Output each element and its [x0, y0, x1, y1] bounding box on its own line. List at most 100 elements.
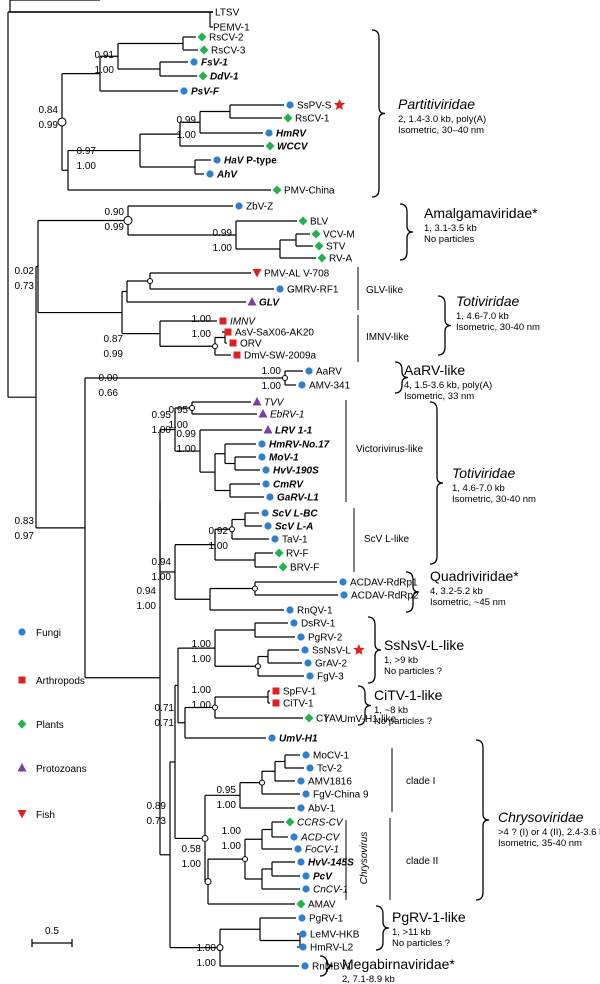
tip-ltsv: LTSV [215, 8, 240, 19]
tip-tcv-2: TcV-2 [306, 764, 342, 775]
node-layer [57, 117, 288, 952]
clade-megabirnaviridae-: Megabirnaviridae*2, 7.1-8.9 kbIsometric,… [342, 956, 455, 984]
node-marker [123, 216, 133, 225]
support-bootstrap: 1.00 [262, 381, 282, 392]
fungi-marker [298, 381, 306, 389]
tip-label: VCV-M [323, 230, 355, 241]
support-posterior: 0.95 [169, 405, 189, 416]
clade-2-brace [437, 295, 452, 356]
support-bootstrap: 1.00 [192, 329, 212, 340]
tip-label: AhV [216, 170, 238, 181]
tip-label: HmRV-No.17 [269, 440, 330, 451]
tip-grav-2: GrAV-2 [304, 659, 347, 670]
clade-chrysoviridae: Chrysoviridae>4 ? (I) or 4 (II), 2.4-3.6… [498, 809, 600, 849]
plant-marker [298, 216, 308, 226]
support-posterior: 0.95 [217, 785, 237, 796]
fungi-marker [290, 833, 298, 841]
support-15: 0.94 1.00 [152, 557, 172, 583]
tip-rv-f: RV-F [274, 548, 309, 560]
tip-label: HvV-190S [273, 466, 319, 477]
fungi-marker [213, 156, 221, 164]
tip-rscv-3: RsCV-3 [199, 45, 246, 57]
tip-acd-cv: ACD-CV [290, 833, 341, 844]
fungi-marker [258, 453, 266, 461]
tip-rnqv-1: RnQV-1 [286, 606, 333, 617]
fungi-marker [297, 777, 305, 785]
legend-item-fish: Fish [17, 810, 55, 821]
support-posterior: 1.00 [262, 366, 282, 377]
clade-4-brace [429, 401, 444, 565]
fungi-marker [286, 606, 294, 614]
arthropod-marker [224, 328, 232, 336]
protozoan-marker [247, 297, 257, 306]
fungi-marker [297, 858, 305, 866]
fungi-marker [276, 285, 284, 293]
support-posterior: 0.99 [213, 228, 233, 239]
node-marker [282, 375, 288, 381]
tip-ebrv-1: EbRV-1 [258, 409, 304, 421]
subgroup-label: clade I [406, 776, 435, 787]
plant-marker [274, 548, 284, 558]
support-bootstrap: 1.00 [177, 444, 197, 455]
tip-label: PcV [313, 872, 333, 883]
node-marker [201, 834, 209, 842]
fungi-marker [290, 619, 298, 627]
fungi-marker [301, 646, 309, 654]
support-posterior: 1.00 [192, 685, 212, 696]
tip-acdav-rdrp1: ACDAV-RdRp1 [339, 578, 418, 589]
tip-hmrv: HmRV [265, 129, 307, 140]
clade-1-brace [399, 203, 414, 261]
support-4: 0.900.99 [105, 207, 125, 233]
star-icon [353, 644, 365, 655]
fungi-marker [264, 522, 272, 530]
support-22: 0.581.00 [182, 844, 202, 870]
clade-info: >4 ? (I) or 4 (II), 2.4-3.6 kb [498, 827, 600, 838]
clade-info: No particles ? [374, 716, 432, 727]
node-marker [212, 704, 218, 711]
support-posterior: 0.94 [152, 557, 172, 568]
support-2: 0.991.00 [177, 115, 197, 141]
plant-marker [317, 253, 327, 263]
support-posterior: 0.99 [177, 429, 197, 440]
clade-info: 2, 7.1-8.9 kb [342, 974, 395, 984]
clade-10-brace [319, 955, 334, 977]
support-7: 0.870.99 [104, 334, 124, 360]
clade-info: 1, 4.6-7.0 kb [452, 483, 505, 494]
clade-info: Isometric, 30–40 nm [398, 125, 484, 136]
tip-blv: BLV [298, 216, 328, 228]
support-1: 0.840.99 [39, 105, 59, 131]
fungi-marker [180, 87, 188, 95]
support-bootstrap: 1.00 [192, 700, 212, 711]
tip-label: LRV 1-1 [275, 426, 313, 437]
tip-label: CiTV-1 [283, 699, 314, 710]
tip-label: BLV [310, 217, 328, 228]
support-posterior: 0.58 [182, 844, 202, 855]
node-marker [204, 878, 212, 886]
support-bootstrap: 0.73 [15, 281, 35, 292]
tip-rscv-1: RsCV-1 [283, 113, 330, 125]
protozoans-icon [17, 763, 27, 772]
fungi-marker [299, 943, 307, 951]
tip-label: LeMV-HKB [310, 930, 360, 941]
tip-label: DsRV-1 [301, 619, 336, 630]
support-bootstrap: 1.00 [152, 572, 172, 583]
tip-label: EbRV-1 [270, 410, 304, 421]
fungi-marker [271, 535, 279, 543]
support-posterior: 0.00 [99, 373, 119, 384]
tip-label: FgV-China 9 [313, 790, 369, 801]
clade-name: Totiviridae [452, 465, 516, 481]
tip-focv-1: FoCV-1 [294, 845, 339, 856]
plant-marker [314, 241, 324, 251]
support-bootstrap: 1.00 [209, 541, 229, 552]
arthropod-marker [272, 699, 280, 707]
scale-label: 0.5 [45, 926, 59, 937]
clade-info: 1, 3.1-3.5 kb [424, 223, 477, 234]
plant-marker [278, 562, 288, 572]
tip-lemv-hkb: LeMV-HKB [299, 930, 360, 941]
tip-label: GLV [259, 298, 280, 309]
clade-info: 4, 3.2-5.2 kb [430, 586, 483, 597]
